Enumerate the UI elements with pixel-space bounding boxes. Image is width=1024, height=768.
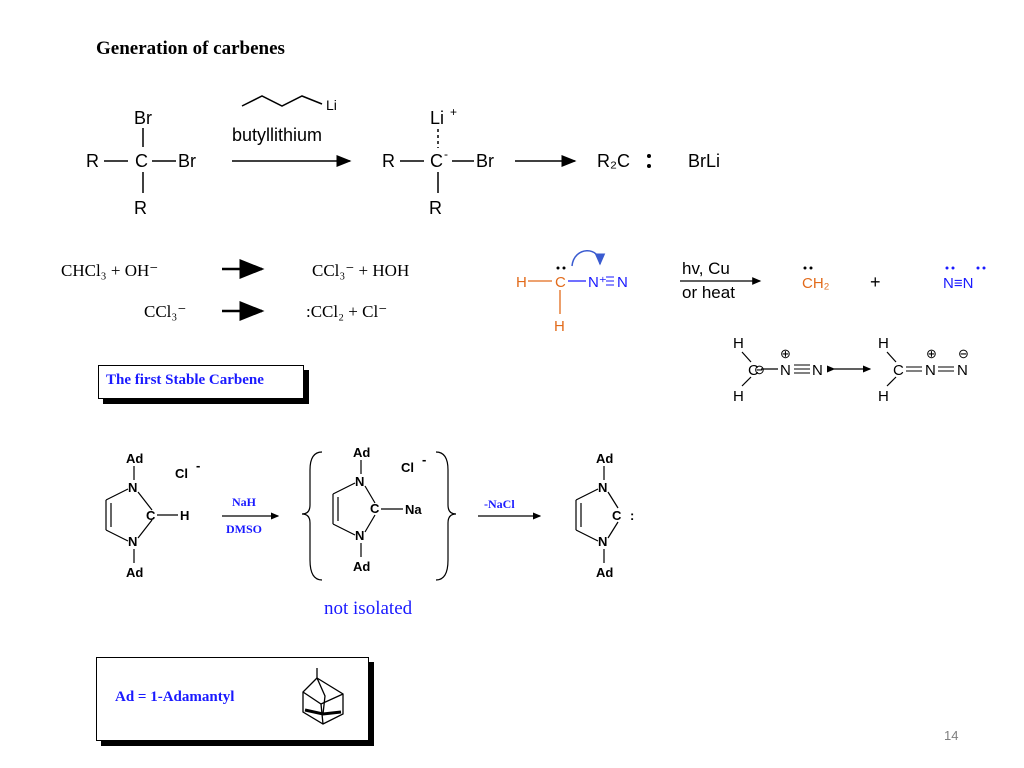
svg-text:N: N [355,528,364,543]
stable-carbene-callout: The first Stable Carbene [98,365,304,399]
svg-text:Ad: Ad [596,565,613,580]
butyllithium-reagent: Li butyllithium [232,95,352,167]
svg-text:+: + [870,272,881,292]
svg-text:R₂C: R₂C [597,151,630,171]
lithiated-intermediate: Li + R C - Br R [382,105,494,218]
svg-text:C: C [370,501,380,516]
svg-text:R: R [382,151,395,171]
svg-text:H: H [180,508,189,523]
svg-text:⊖: ⊖ [958,346,969,361]
svg-text:H: H [733,335,744,352]
adamantane-icon [302,668,344,725]
carbene-product: R₂C BrLi [597,151,720,171]
svg-text:R: R [86,151,99,171]
svg-text:Br: Br [178,151,196,171]
svg-text:⊖: ⊖ [754,362,765,377]
svg-text:Na: Na [405,502,422,517]
svg-text:Ad: Ad [353,559,370,574]
svg-text:-NaCl: -NaCl [484,497,515,511]
svg-text:hv, Cu: hv, Cu [682,259,730,278]
diazomethane-structure: H C H N⁺ N [516,250,628,335]
svg-text:C: C [430,151,443,171]
not-isolated-label: not isolated [324,598,413,619]
svg-text:R: R [429,198,442,218]
svg-text:DMSO: DMSO [226,522,262,536]
adamantyl-label: Ad = 1-Adamantyl [115,689,235,705]
svg-text:butyllithium: butyllithium [232,125,322,145]
page-number: 14 [944,728,959,743]
svg-text:or heat: or heat [682,283,735,302]
svg-text:N: N [598,480,607,495]
svg-text::CCl₂ + Cl⁻: :CCl₂ + Cl⁻ [306,302,387,321]
svg-text:BrLi: BrLi [688,151,720,171]
photolysis-conditions: hv, Cu or heat [680,259,762,302]
svg-text:⊕: ⊕ [926,346,937,361]
svg-text:Cl: Cl [401,460,414,475]
svg-text:N≡N: N≡N [943,275,973,292]
chloroform-equations: CHCl₃ + OH⁻ CCl₃⁻ + HOH CCl₃⁻ :CCl₂ + Cl… [61,259,409,321]
svg-text:CCl₃⁻ + HOH: CCl₃⁻ + HOH [312,261,409,280]
svg-text:C: C [146,508,156,523]
svg-text:Cl: Cl [175,466,188,481]
svg-text::: : [630,508,634,523]
svg-text:H: H [878,335,889,352]
svg-text:N⁺: N⁺ [588,274,607,291]
svg-text:H: H [516,274,527,291]
svg-text:N: N [598,534,607,549]
methylene-product: CH₂ + N≡N [802,266,986,292]
svg-text:N: N [128,534,137,549]
svg-text:Br: Br [476,151,494,171]
svg-text:H: H [878,388,889,405]
svg-text:N: N [957,362,968,379]
svg-text:+: + [450,105,457,119]
svg-text:Br: Br [134,108,152,128]
slide-title: Generation of carbenes [96,38,285,59]
svg-text:R: R [134,198,147,218]
svg-text:-: - [444,147,448,161]
svg-text:CCl₃⁻: CCl₃⁻ [144,302,186,321]
tribromo-reactant: Br R C Br R [86,108,196,218]
svg-text:N: N [128,480,137,495]
imidazolium-salt: Ad N C H N Ad Cl - [105,451,200,580]
svg-text:⊕: ⊕ [780,346,791,361]
svg-text:C: C [893,362,904,379]
sodium-intermediate: Ad N C Na N Ad Cl - [301,445,457,581]
svg-text:CHCl₃ + OH⁻: CHCl₃ + OH⁻ [61,261,158,280]
svg-text:NaH: NaH [232,495,257,509]
stable-carbene-label: The first Stable Carbene [106,372,264,388]
deprotonation-step: NaH DMSO [222,495,280,536]
svg-text:C: C [555,274,566,291]
svg-text:N: N [355,474,364,489]
resonance-structures: H ⊖ C H ⊕ N N H C H ⊕ N ⊖ N [733,335,969,405]
svg-text:Li: Li [326,97,337,113]
svg-text:Ad: Ad [353,445,370,460]
svg-text:Li: Li [430,108,444,128]
svg-text:C: C [748,362,759,379]
svg-text:CH₂: CH₂ [802,275,830,292]
svg-text:-: - [196,458,200,473]
svg-text:H: H [733,388,744,405]
elimination-step: -NaCl [478,497,542,520]
svg-text:N: N [925,362,936,379]
svg-text:C: C [612,508,622,523]
svg-text:-: - [422,452,426,467]
svg-text:Ad: Ad [126,451,143,466]
stable-carbene-product: Ad N C : N Ad [575,451,634,580]
svg-text:N: N [812,362,823,379]
svg-text:C: C [135,151,148,171]
svg-text:Ad: Ad [126,565,143,580]
adamantyl-legend: Ad = 1-Adamantyl [96,657,369,741]
svg-text:Ad: Ad [596,451,613,466]
svg-text:H: H [554,318,565,335]
svg-text:N: N [617,274,628,291]
svg-text:N: N [780,362,791,379]
